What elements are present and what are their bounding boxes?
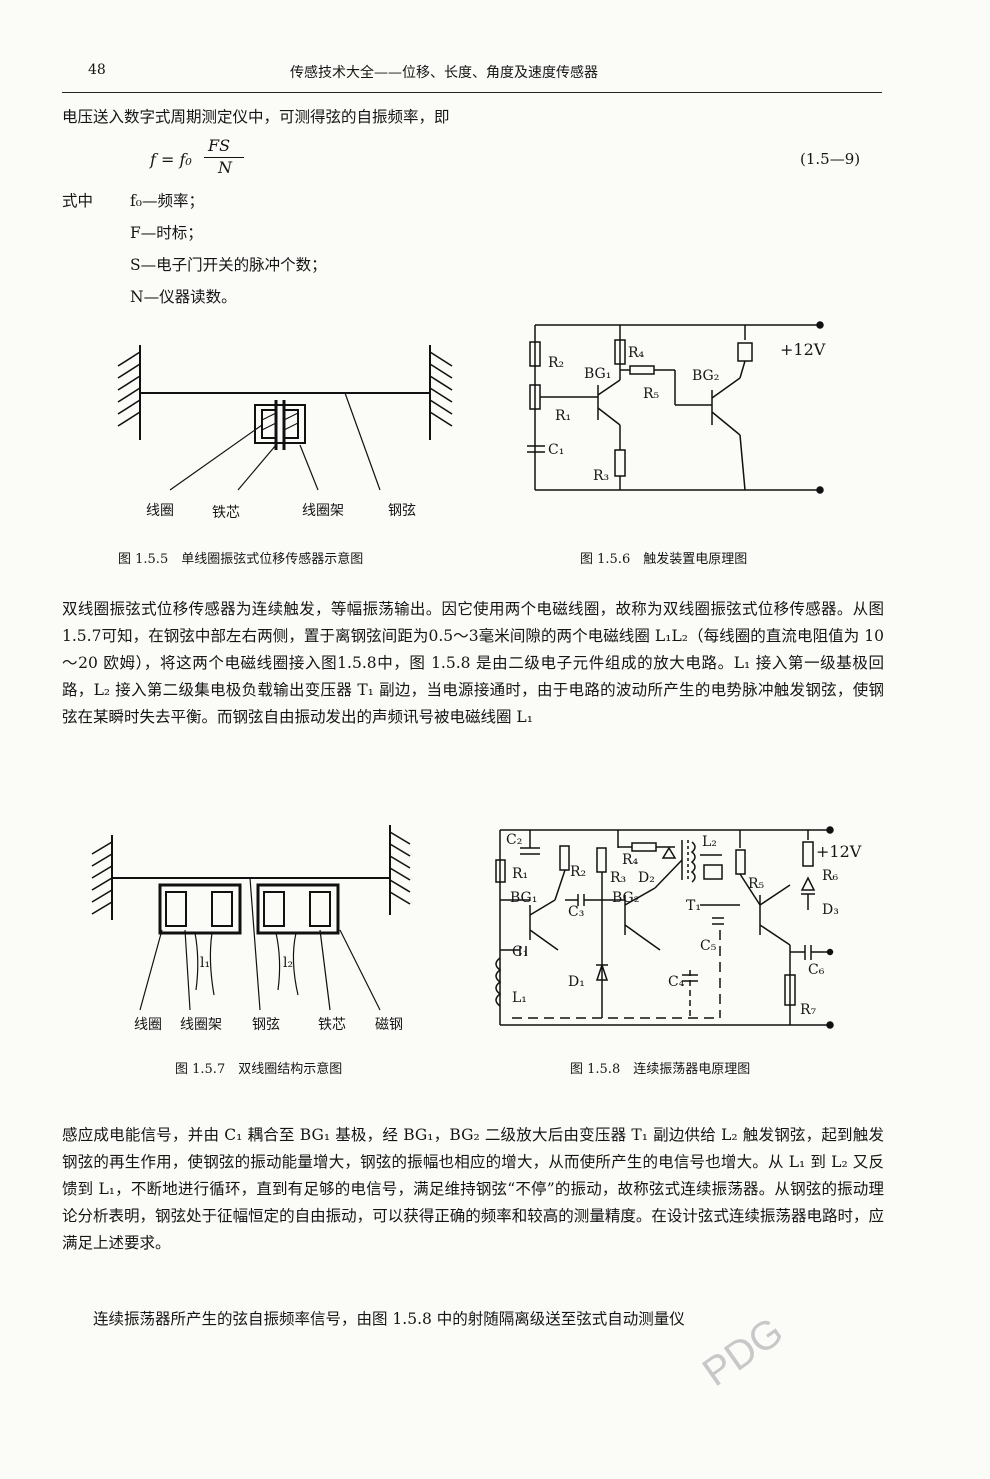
- definition-item: S—电子门开关的脉冲个数；: [130, 256, 327, 274]
- fig158-r1: R₁: [512, 866, 529, 882]
- fig157-label-magnet: 磁钢: [375, 1017, 403, 1033]
- fig155-label-coil: 线圈: [146, 503, 174, 519]
- fig158-d2: D₂: [638, 870, 655, 886]
- definition-item: N—仪器读数。: [130, 288, 237, 306]
- fig158-c2: C₂: [506, 832, 523, 848]
- fig158-t1: T₁: [686, 898, 701, 914]
- fig156-r4: R₄: [628, 345, 645, 361]
- fraction-bar: [204, 157, 244, 158]
- fig157-coil-l2: l₂: [283, 955, 294, 971]
- fig158-r2: R₂: [570, 864, 587, 880]
- fig158-supply: +12V: [816, 842, 862, 861]
- fig158-bg1: BG₁: [510, 890, 538, 906]
- fig155-label-core: 铁芯: [212, 505, 240, 521]
- fig158-r3: R₃: [610, 870, 627, 886]
- definitions-lead: 式中: [62, 192, 94, 210]
- fig158-c3: C₃: [568, 904, 585, 920]
- fig156-c1: C₁: [548, 442, 565, 458]
- fig158-caption: 图 1.5.8 连续振荡器电原理图: [570, 1062, 751, 1077]
- fig156-r3: R₃: [593, 468, 610, 484]
- fig156-r2: R₂: [548, 355, 565, 371]
- fig158-l1: L₁: [512, 990, 527, 1006]
- fig158-l2: L₂: [702, 834, 717, 850]
- fig158-r6: R₆: [822, 868, 839, 884]
- fig158-bg2: BG₂: [612, 890, 640, 906]
- equation-numerator: FS: [208, 136, 231, 155]
- fig158-c5: C₅: [700, 938, 717, 954]
- fig157-label-string: 钢弦: [252, 1017, 280, 1033]
- fig157-coil-l1: l₁: [200, 955, 211, 971]
- definition-item: f₀—频率；: [130, 192, 204, 210]
- intro-line: 电压送入数字式周期测定仪中，可测得弦的自振频率，即: [62, 108, 450, 126]
- fig158-r4: R₄: [622, 852, 639, 868]
- fig156-bg1: BG₁: [584, 366, 612, 382]
- fig158-r5: R₅: [748, 876, 765, 892]
- fig156-r1: R₁: [555, 408, 572, 424]
- fig156-supply: +12V: [780, 340, 826, 359]
- definition-item: F—时标；: [130, 224, 203, 242]
- equation-lhs: f = f₀: [150, 150, 192, 169]
- equation-denominator: N: [218, 158, 232, 177]
- paragraph-2: 感应成电能信号，并由 C₁ 耦合至 BG₁ 基极，经 BG₁，BG₂ 二级放大后…: [62, 1126, 884, 1252]
- fig158-c6: C₆: [808, 962, 825, 978]
- fig156-bg2: BG₂: [692, 368, 720, 384]
- header-rule: [62, 92, 882, 93]
- fig155-caption: 图 1.5.5 单线圈振弦式位移传感器示意图: [118, 552, 364, 567]
- fig156-r5: R₅: [643, 386, 660, 402]
- fig158-d1: D₁: [568, 974, 585, 990]
- fig157-caption: 图 1.5.7 双线圈结构示意图: [175, 1062, 343, 1077]
- fig158-d3: D₃: [822, 902, 839, 918]
- paragraph-1: 双线圈振弦式位移传感器为连续触发，等幅振荡输出。因它使用两个电磁线圈，故称为双线…: [62, 600, 884, 726]
- fig158-c1: C₁: [512, 944, 529, 960]
- running-title: 传感技术大全——位移、长度、角度及速度传感器: [290, 65, 598, 81]
- fig157-label-core: 铁芯: [318, 1017, 346, 1033]
- fig155-label-string: 钢弦: [388, 503, 416, 519]
- page-number: 48: [88, 62, 106, 78]
- paragraph-3: 连续振荡器所产生的弦自振频率信号，由图 1.5.8 中的射随隔离级送至弦式自动测…: [93, 1310, 685, 1328]
- fig157-label-bobbin: 线圈架: [180, 1017, 222, 1033]
- fig155-label-bobbin: 线圈架: [302, 503, 344, 519]
- fig158-c4: C₄: [668, 974, 685, 990]
- fig158-r7: R₇: [800, 1002, 817, 1018]
- fig157-label-coil: 线圈: [134, 1017, 162, 1033]
- fig156-caption: 图 1.5.6 触发装置电原理图: [580, 552, 748, 567]
- equation-number: (1.5—9): [800, 150, 861, 168]
